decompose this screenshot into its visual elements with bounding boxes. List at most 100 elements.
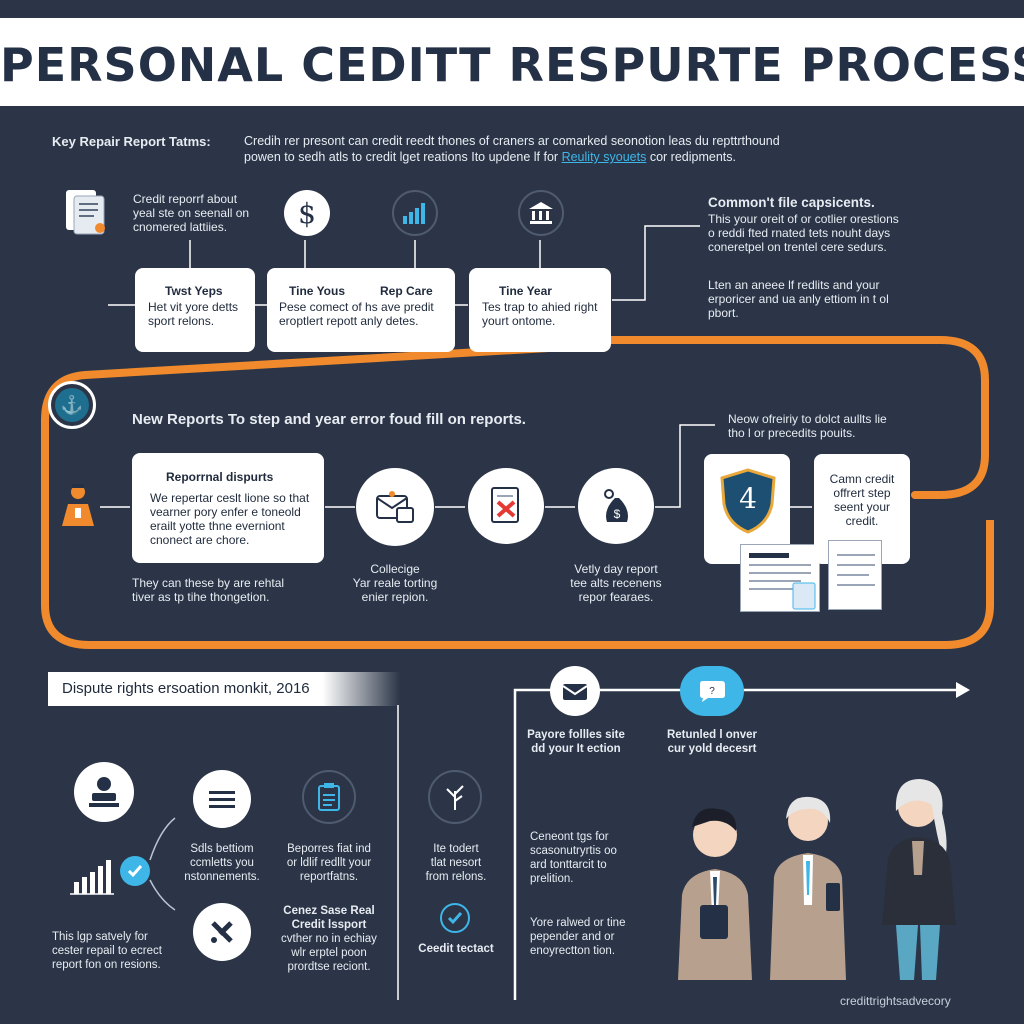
step-card-1: Twst Yeps Het vit yore detts sport relon… — [135, 268, 255, 352]
right-block-1-line-2: scasonutryrtis oo — [530, 845, 617, 857]
doc-caption-1: Credit reporrf about — [133, 192, 238, 206]
personal-card-line-3: erailt yotte thne everniont — [150, 519, 285, 533]
personal-card-line-4: cnonect are chore. — [150, 533, 250, 547]
step-card-3: Tine Year Tes trap to ahied right yourt … — [469, 268, 611, 352]
check-icon — [120, 856, 150, 886]
step-card-1-title: Twst Yeps — [165, 284, 223, 298]
item-4-line-5: prordtse reciont. — [287, 961, 371, 973]
step-card-2-title-right: Rep Care — [380, 284, 433, 298]
x-document-icon — [468, 468, 544, 544]
item-3-line-3: from relons. — [425, 871, 487, 883]
common-title: Common't file capsicents. — [708, 195, 875, 210]
tools-icon — [193, 903, 251, 961]
step-card-3-title: Tine Year — [499, 284, 552, 298]
intro-line-2-text: powen to sedh atls to credit lget reatio… — [244, 150, 559, 164]
verify-line-3: repor fearaes. — [578, 590, 654, 604]
item-2-line-1: Beporres fiat ind — [287, 843, 371, 855]
doc-caption-3: cnomered lattiies. — [133, 220, 228, 234]
item-4-line-4: wlr erptel poon — [291, 947, 367, 959]
item-4-line-2: Credit lssport — [291, 919, 367, 931]
common-line-3: coneretpel on trentel cere sedurs. — [708, 240, 887, 254]
envelope-icon — [356, 468, 434, 546]
item-3-line-1: Ite todert — [433, 843, 479, 855]
personal-disputes-card: Reporrnal dispurts We repertar ceslt lio… — [132, 453, 324, 563]
item-5-line-1: Ceedit tectact — [418, 943, 494, 955]
collage-line-3: enier repion. — [361, 590, 429, 604]
right-block-1-line-3: ard tonttarcit to — [530, 859, 607, 871]
report-document — [740, 544, 820, 612]
right-block-2-line-1: Yore ralwed or tine — [530, 917, 626, 929]
doc-caption-2: yeal ste on seenall on — [133, 206, 250, 220]
below-card-line-1: They can these by are rehtal — [132, 576, 285, 590]
intro-link[interactable]: Reulity syouets — [561, 150, 647, 164]
item-1-line-1: Sdls bettiom — [190, 843, 254, 855]
item-4-line-3: cvther no in echiay — [281, 933, 377, 945]
intro-line-2-end: cor redipments. — [649, 150, 736, 164]
timeline-1-line-1: Payore follles site — [527, 729, 625, 741]
common-line-6: pbort. — [708, 306, 739, 320]
timeline-2-line-1: Retunled l onver — [666, 729, 758, 741]
middle-heading: New Reports To step and year error foud … — [132, 411, 526, 428]
personal-card-line-2: vearner pory enfer e toneold — [150, 505, 301, 519]
shield-number: 4 — [739, 482, 757, 515]
left-caption-1: This lgp satvely for — [52, 931, 148, 943]
credit-card-line-2: offrert step — [833, 486, 891, 500]
svg-text:$: $ — [614, 507, 621, 521]
timeline-1-line-2: dd your It ection — [531, 743, 621, 755]
page-title: PERSONAL CEDITT RESPURTE PROCESS — [0, 38, 1024, 92]
below-card-line-2: tiver as tp tihe thongetion. — [132, 590, 270, 604]
right-block-1-line-4: prelition. — [530, 873, 574, 885]
credit-card-line-4: credit. — [845, 514, 879, 528]
item-3-line-2: tlat nesort — [430, 857, 482, 869]
step-card-1-line-1: Het vit yore detts — [148, 300, 239, 314]
item-1-line-2: ccmletts you — [190, 857, 254, 869]
dollar-icon: $ — [284, 190, 330, 236]
step-card-3-line-1: Tes trap to ahied right — [482, 300, 598, 314]
lock-icon: ⚓ — [48, 381, 96, 429]
left-caption-3: report fon on resions. — [52, 959, 161, 971]
intro-label: Key Repair Report Tatms: — [52, 134, 211, 149]
collage-line-1: Collecige — [370, 562, 420, 576]
middle-side-note-1: Neow ofreiriy to dolct aullts lie — [728, 412, 887, 426]
timeline-2-line-2: cur yold decesrt — [667, 743, 757, 755]
shield-card: 4 — [704, 454, 790, 564]
step-card-1-line-2: sport relons. — [148, 314, 215, 328]
paper-stack — [828, 540, 882, 610]
common-line-5: erporicer and ua anly ettiom in t ol — [708, 292, 889, 306]
step-card-2-line-2: eroptlert repott anly detes. — [279, 314, 419, 328]
document-icon — [64, 188, 106, 236]
verify-line-2: tee alts recenens — [570, 576, 662, 590]
common-line-4: Lten an aneee lf redlits and your — [708, 278, 880, 292]
header-band — [0, 18, 1024, 106]
bar-chart-icon — [392, 190, 438, 236]
right-block-2-line-3: enoyrectton tion. — [530, 945, 616, 957]
growth-chart-icon — [68, 852, 116, 896]
collage-line-2: Yar reale torting — [352, 576, 438, 590]
personal-card-line-1: We repertar ceslt lione so that — [150, 491, 310, 505]
item-1-line-3: nstonnements. — [184, 871, 260, 883]
svg-text:?: ? — [709, 686, 715, 697]
left-caption-2: cester repail to ecrect — [52, 945, 162, 957]
right-block-1-line-1: Ceneont tgs for — [530, 831, 609, 843]
tree-icon — [428, 770, 482, 824]
person-icon — [58, 482, 98, 528]
clipboard-icon — [302, 770, 356, 824]
bank-icon — [518, 190, 564, 236]
middle-side-note-2: tho l or precedits pouits. — [728, 426, 856, 440]
step-card-3-line-2: yourt ontome. — [482, 314, 556, 328]
intro-line-1: Credih rer presont can credit reedt thon… — [244, 134, 780, 148]
stamp-icon — [74, 762, 134, 822]
list-icon — [193, 770, 251, 828]
money-bag-icon: $ — [578, 468, 654, 544]
common-line-1: This your oreit of or cotlier orestions — [708, 212, 899, 226]
item-2-line-2: or ldlif redllt your — [286, 857, 372, 869]
item-2-line-3: reportfatns. — [299, 871, 359, 883]
credit-card-line-3: seent your — [833, 500, 891, 514]
credit-card-line-1: Camn credit — [829, 472, 895, 486]
check-badge-icon — [440, 903, 470, 933]
common-line-2: o reddi fted rnated tets nouht days — [708, 226, 891, 240]
dispute-banner-text: Dispute rights ersoation monkit, 2016 — [62, 680, 310, 697]
step-card-2: Tine Yous Rep Care Pese comect of hs ave… — [267, 268, 455, 352]
step-card-2-line-1: Pese comect of hs ave predit — [279, 300, 434, 314]
right-block-2-line-2: pepender and or — [530, 931, 615, 943]
